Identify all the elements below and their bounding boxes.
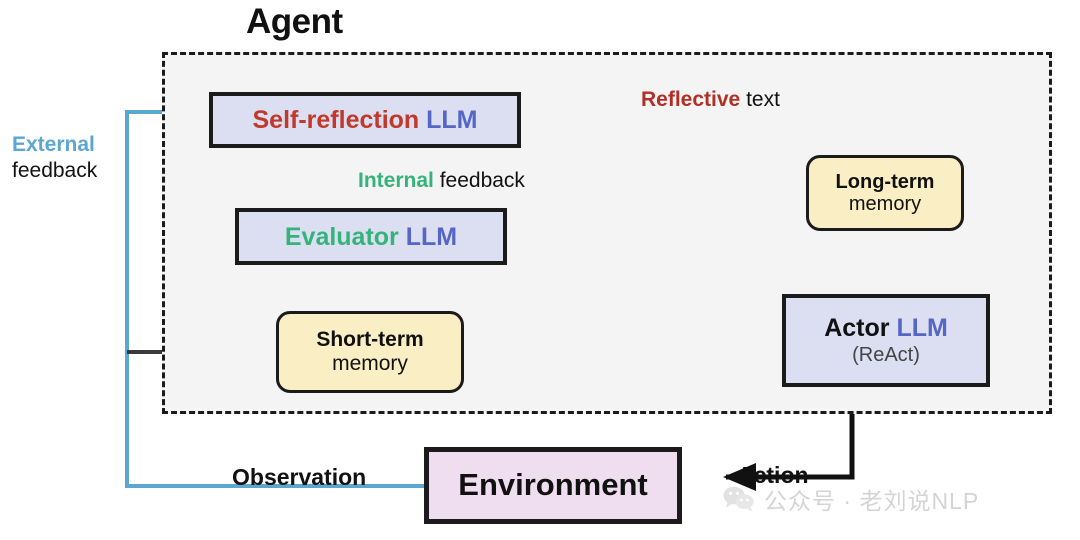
actor-model: LLM (896, 314, 948, 343)
reflective-text-part1: Reflective (641, 88, 741, 111)
node-environment[interactable]: Environment (424, 447, 682, 524)
watermark: 公众号 · 老刘说NLP (723, 482, 979, 516)
reflective-text-part2: text (746, 88, 780, 111)
edge-action (723, 387, 855, 491)
node-self-reflection-llm[interactable]: Self-reflection LLM (209, 92, 521, 148)
self-reflection-model: LLM (426, 106, 478, 134)
external-feedback-part1: External (12, 133, 95, 156)
node-actor-llm[interactable]: Actor LLM (ReAct) (782, 294, 990, 387)
agent-title: Agent (246, 2, 343, 41)
short-term-memory-line2: memory (332, 352, 408, 375)
self-reflection-label: Self-reflection LLM (252, 106, 477, 134)
environment-label: Environment (458, 467, 648, 503)
long-term-memory-line2: memory (848, 193, 922, 215)
label-internal-feedback: Internal feedback (358, 169, 525, 193)
internal-feedback-part1: Internal (358, 169, 434, 192)
node-evaluator-llm[interactable]: Evaluator LLM (235, 208, 507, 265)
label-action: Action (737, 462, 809, 488)
label-observation: Observation (232, 464, 367, 490)
short-term-memory-line1: Short-term (316, 328, 424, 352)
actor-label: Actor LLM (824, 314, 948, 342)
watermark-text: 公众号 · 老刘说NLP (764, 488, 980, 514)
node-short-term-memory[interactable]: Short-term memory (276, 311, 464, 393)
actor-name: Actor (824, 314, 890, 343)
node-long-term-memory[interactable]: Long-term memory (806, 155, 964, 231)
wechat-icon (723, 486, 754, 512)
internal-feedback-part2: feedback (439, 169, 525, 192)
actor-sub-label: (ReAct) (852, 344, 920, 367)
evaluator-label: Evaluator LLM (285, 223, 457, 251)
evaluator-name: Evaluator (284, 222, 399, 251)
label-external-feedback: External feedback (12, 132, 97, 185)
evaluator-model: LLM (405, 222, 458, 251)
self-reflection-name: Self-reflection (252, 106, 420, 134)
label-reflective-text: Reflective text (641, 88, 780, 112)
external-feedback-part2: feedback (12, 159, 98, 183)
long-term-memory-line1: Long-term (835, 170, 935, 193)
